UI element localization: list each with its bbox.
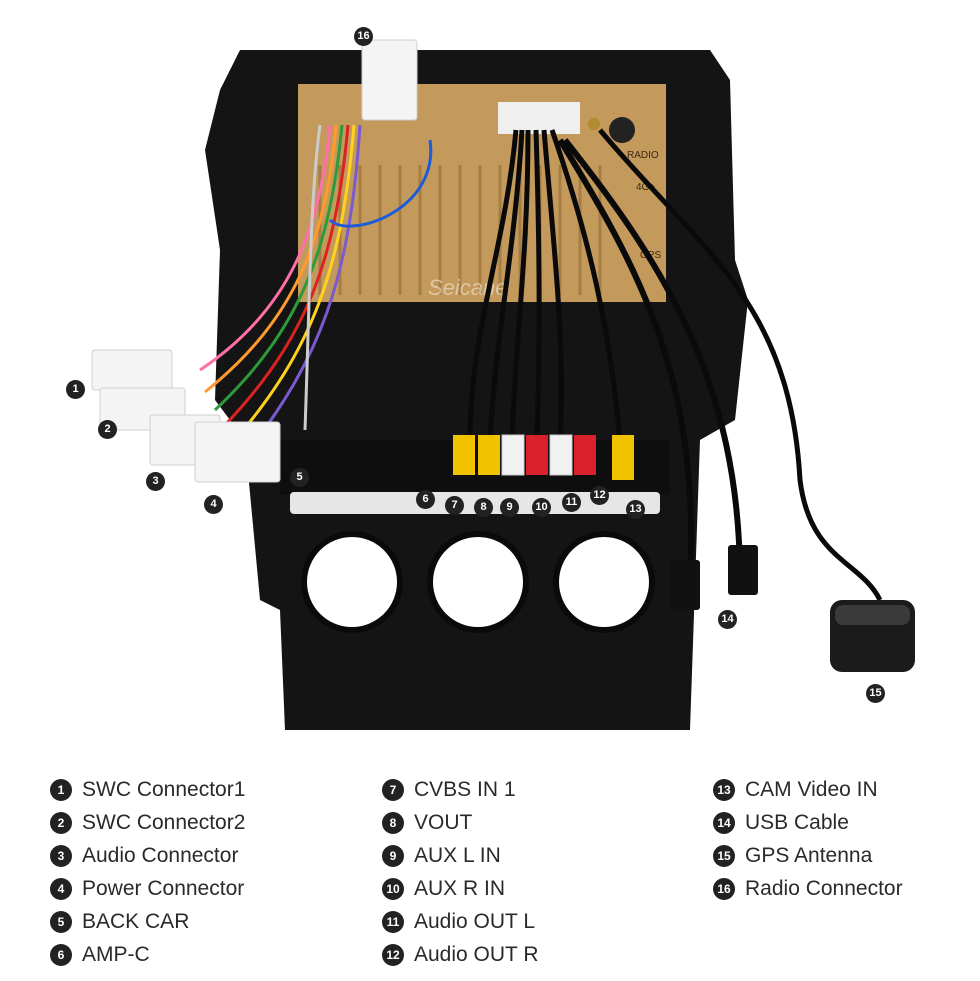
callout-2: 2 [98,420,117,439]
legend-number: 2 [50,811,72,834]
callout-12: 12 [590,486,609,505]
callout-10: 10 [532,498,551,517]
legend-item: 13 CAM Video IN [713,773,903,806]
usb-plug-b [728,545,758,595]
rca-vout [478,435,500,475]
legend-number: 11 [382,910,404,933]
legend-label: BACK CAR [82,909,190,933]
callout-9: 9 [500,498,519,517]
legend-label: SWC Connector2 [82,810,246,834]
callout-13: 13 [626,500,645,519]
legend-number: 5 [50,910,72,933]
legend-number: 3 [50,844,72,867]
radio-connector-plug [361,39,418,121]
power-connector-plug [194,421,281,483]
legend-number: 13 [713,778,735,801]
legend: 1 SWC Connector1 2 SWC Connector2 3 Audio C… [0,770,980,970]
usb-plug-a [670,560,700,610]
main-socket [498,102,580,134]
legend-number: 14 [713,811,735,834]
legend-label: AMP-C [82,942,150,966]
rca-plugs [453,434,634,480]
callout-11: 11 [562,493,581,512]
rca-aux-r-in [526,435,548,475]
callout-8: 8 [474,498,493,517]
legend-number: 4 [50,877,72,900]
legend-label: Radio Connector [745,876,903,900]
legend-label: GPS Antenna [745,843,873,867]
legend-number: 10 [382,877,404,900]
rca-cvbs-in-1 [453,435,475,475]
legend-number: 6 [50,943,72,966]
legend-item: 14 USB Cable [713,806,903,839]
legend-label: AUX R IN [414,876,506,900]
callout-5: 5 [290,468,309,487]
callout-4: 4 [204,495,223,514]
legend-label: USB Cable [745,810,849,834]
legend-item: 1 SWC Connector1 [50,773,245,806]
legend-label: Power Connector [82,876,245,900]
legend-item: 2 SWC Connector2 [50,806,245,839]
vent-hole-center [427,531,529,633]
legend-label: CVBS IN 1 [414,777,516,801]
legend-label: SWC Connector1 [82,777,246,801]
legend-column-1: 1 SWC Connector1 2 SWC Connector2 3 Audio C… [50,773,245,971]
rca-audio-out-r [574,435,596,475]
legend-label: Audio OUT R [414,942,539,966]
vent-hole-left [301,531,403,633]
legend-label: Audio OUT L [414,909,536,933]
rca-aux-l-in [501,434,525,476]
board-label-radio: RADIO [627,150,659,161]
legend-number: 9 [382,844,404,867]
legend-item: 15 GPS Antenna [713,839,903,872]
legend-number: 15 [713,844,735,867]
legend-item: 10 AUX R IN [382,872,539,905]
legend-item: 4 Power Connector [50,872,245,905]
callout-1: 1 [66,380,85,399]
legend-label: Audio Connector [82,843,239,867]
legend-item: 6 AMP-C [50,938,245,971]
legend-label: CAM Video IN [745,777,878,801]
legend-item: 16 Radio Connector [713,872,903,905]
callout-7: 7 [445,496,464,515]
callout-14: 14 [718,610,737,629]
rca-cam-video-in [612,435,634,480]
legend-item: 9 AUX L IN [382,839,539,872]
legend-column-3: 13 CAM Video IN 14 USB Cable 15 GPS Antenna… [713,773,903,905]
legend-item: 3 Audio Connector [50,839,245,872]
wiring-harness [199,124,883,602]
legend-item: 7 CVBS IN 1 [382,773,539,806]
gps-antenna [830,600,915,672]
legend-label: VOUT [414,810,473,834]
legend-label: AUX L IN [414,843,501,867]
swc-connector1-plug [91,349,173,391]
legend-number: 12 [382,943,404,966]
legend-item: 8 VOUT [382,806,539,839]
callout-16: 16 [354,27,373,46]
legend-number: 16 [713,877,735,900]
vent-hole-right [553,531,655,633]
callout-6: 6 [416,490,435,509]
callout-15: 15 [866,684,885,703]
harness-plugs [91,39,418,483]
legend-number: 1 [50,778,72,801]
product-photo: RADIO 4G+ GPS Seicane [91,39,915,730]
callout-3: 3 [146,472,165,491]
watermark: Seicane [428,275,508,300]
legend-column-2: 7 CVBS IN 1 8 VOUT 9 AUX L IN 10 AUX R IN 11… [382,773,539,971]
rca-audio-out-l [549,434,573,476]
legend-number: 7 [382,778,404,801]
legend-number: 8 [382,811,404,834]
board-label-4g: 4G+ [636,182,655,193]
legend-item: 12 Audio OUT R [382,938,539,971]
radio-socket [609,117,635,143]
legend-item: 5 BACK CAR [50,905,245,938]
legend-item: 11 Audio OUT L [382,905,539,938]
dash-bezel [205,50,748,730]
